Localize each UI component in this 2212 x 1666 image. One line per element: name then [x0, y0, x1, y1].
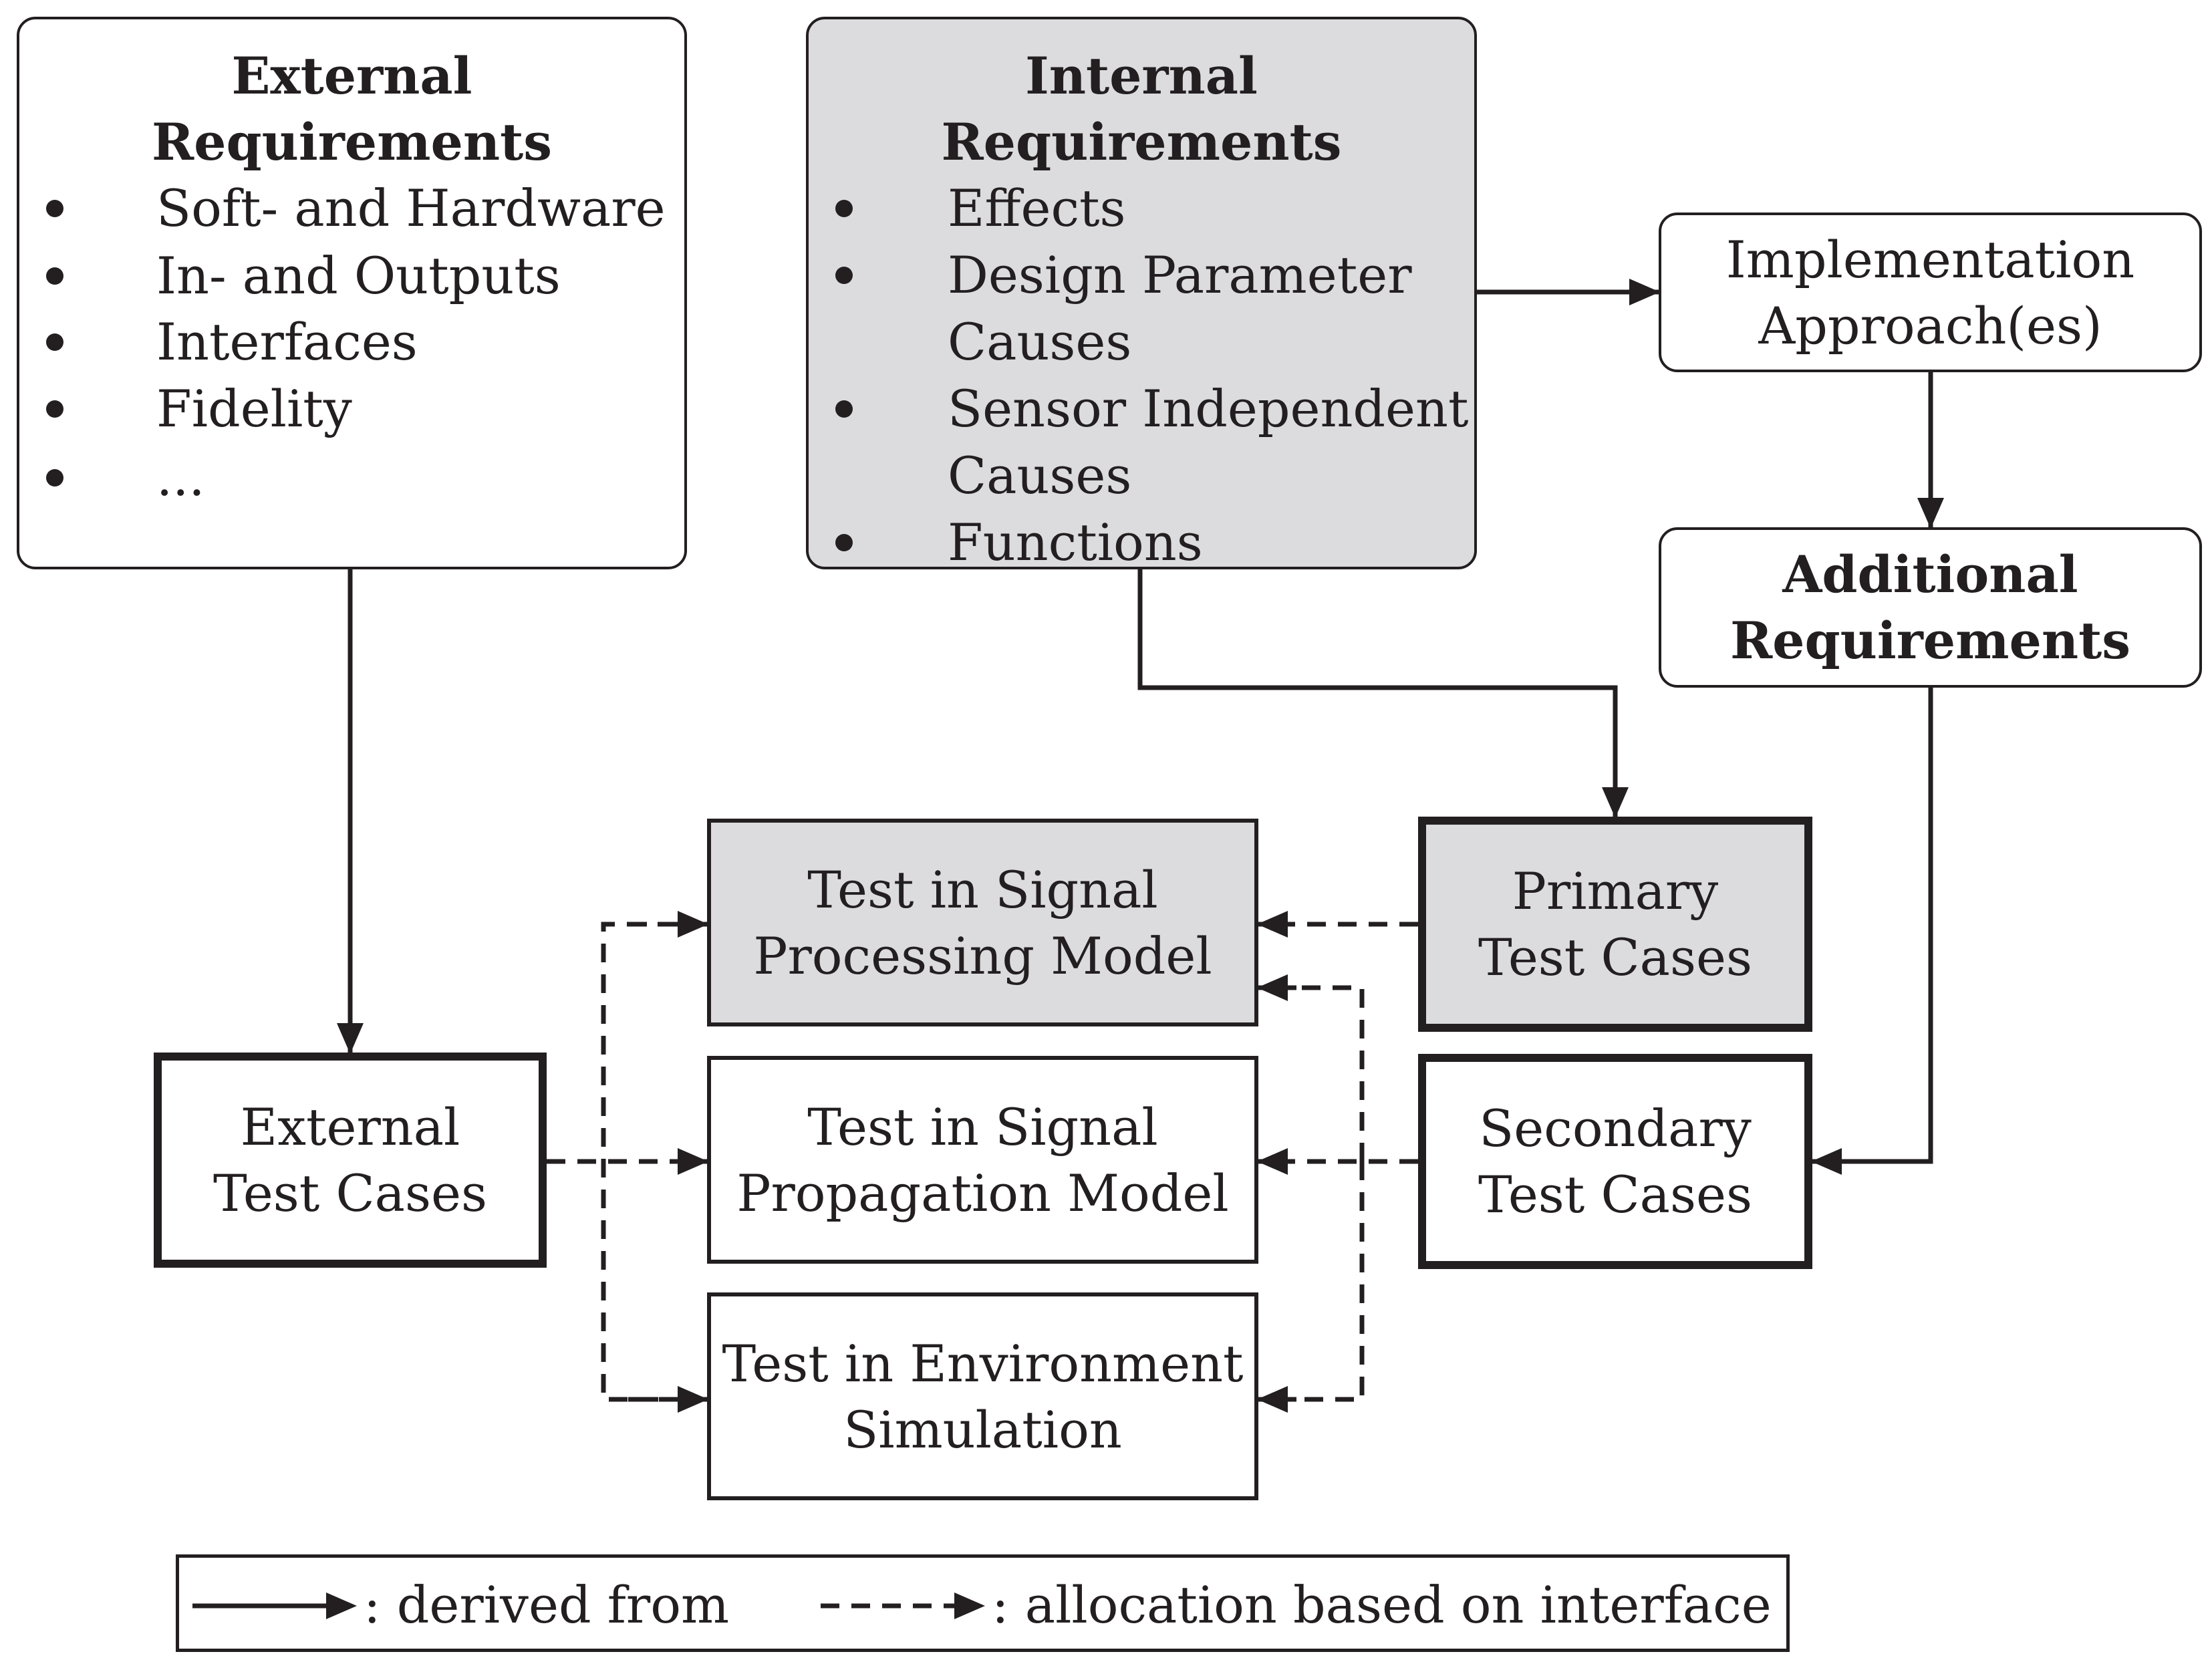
primary-test-cases-box: Primary Test Cases [1418, 817, 1812, 1032]
implementation-approach-line2: Approach(es) [1758, 295, 2102, 356]
secondary-test-cases-box: Secondary Test Cases [1418, 1054, 1812, 1269]
internal-req-item: Causes [948, 446, 1132, 505]
test-environment-box: Test in Environment Simulation [707, 1292, 1258, 1500]
test-signal-propagation-line2: Propagation Model [736, 1163, 1229, 1223]
additional-requirements-box: Additional Requirements [1659, 527, 2202, 688]
legend-allocation-label: : allocation based on interface [992, 1575, 1772, 1635]
external-req-item: In- and Outputs [156, 246, 561, 305]
bullet-icon [46, 333, 63, 351]
internal-req-item: Causes [948, 312, 1132, 372]
edge-additional-to-secondary-tc [1811, 688, 1933, 1175]
test-signal-propagation-box: Test in Signal Propagation Model [707, 1056, 1258, 1264]
internal-req-item: Functions [948, 513, 1203, 572]
external-requirements-title: External Requirements [151, 46, 553, 172]
external-test-cases-box: External Test Cases [154, 1053, 547, 1268]
edge-right-bus-down [1296, 1161, 1365, 1402]
external-test-cases-line1: External [240, 1097, 460, 1157]
secondary-test-cases-line2: Test Cases [1478, 1165, 1752, 1224]
bullet-icon [46, 400, 63, 418]
legend-dashed-arrow-icon [821, 1592, 985, 1619]
internal-req-item: Design Parameter [948, 245, 1412, 305]
internal-req-item: Sensor Independent [948, 379, 1469, 438]
internal-requirements-box: Internal Requirements Effects Design Par… [806, 17, 1477, 572]
bullet-icon [46, 267, 63, 285]
test-signal-processing-box: Test in Signal Processing Model [707, 819, 1258, 1026]
bullet-icon [835, 267, 853, 284]
external-test-cases-line2: Test Cases [213, 1163, 487, 1223]
legend-solid-arrow-icon [192, 1592, 357, 1619]
implementation-approach-line1: Implementation [1725, 229, 2135, 289]
edge-internal-req-to-primary-tc [1137, 569, 1629, 818]
test-signal-processing-line2: Processing Model [753, 926, 1212, 986]
external-req-item: ... [156, 448, 205, 507]
edge-external-left-bus [601, 922, 707, 1402]
internal-requirements-title: Internal Requirements [941, 46, 1342, 172]
bullet-icon [46, 469, 63, 487]
external-req-item: Soft- and Hardware [156, 178, 666, 238]
test-environment-line1: Test in Environment [722, 1333, 1244, 1393]
external-req-item: Interfaces [156, 312, 418, 372]
primary-test-cases-line1: Primary [1512, 861, 1719, 921]
secondary-test-cases-line1: Secondary [1479, 1099, 1752, 1158]
legend-derived-label: : derived from [364, 1575, 730, 1635]
test-signal-processing-line1: Test in Signal [807, 859, 1158, 920]
bullet-icon [835, 534, 853, 551]
bullet-icon [46, 200, 63, 217]
external-requirements-box: External Requirements Soft- and Hardware… [17, 17, 687, 569]
external-req-item: Fidelity [156, 379, 352, 438]
legend: : derived from : allocation based on int… [176, 1554, 1790, 1652]
test-environment-line2: Simulation [843, 1399, 1122, 1460]
test-signal-propagation-line1: Test in Signal [807, 1097, 1158, 1157]
internal-req-item: Effects [948, 178, 1126, 238]
primary-test-cases-line2: Test Cases [1478, 928, 1752, 987]
edge-right-bus [1258, 985, 1365, 1161]
implementation-approach-box: Implementation Approach(es) [1659, 213, 2202, 372]
additional-requirements-line1: Additional [1782, 545, 2078, 604]
bullet-icon [835, 400, 853, 418]
bullet-icon [835, 200, 853, 217]
additional-requirements-line2: Requirements [1730, 611, 2131, 670]
